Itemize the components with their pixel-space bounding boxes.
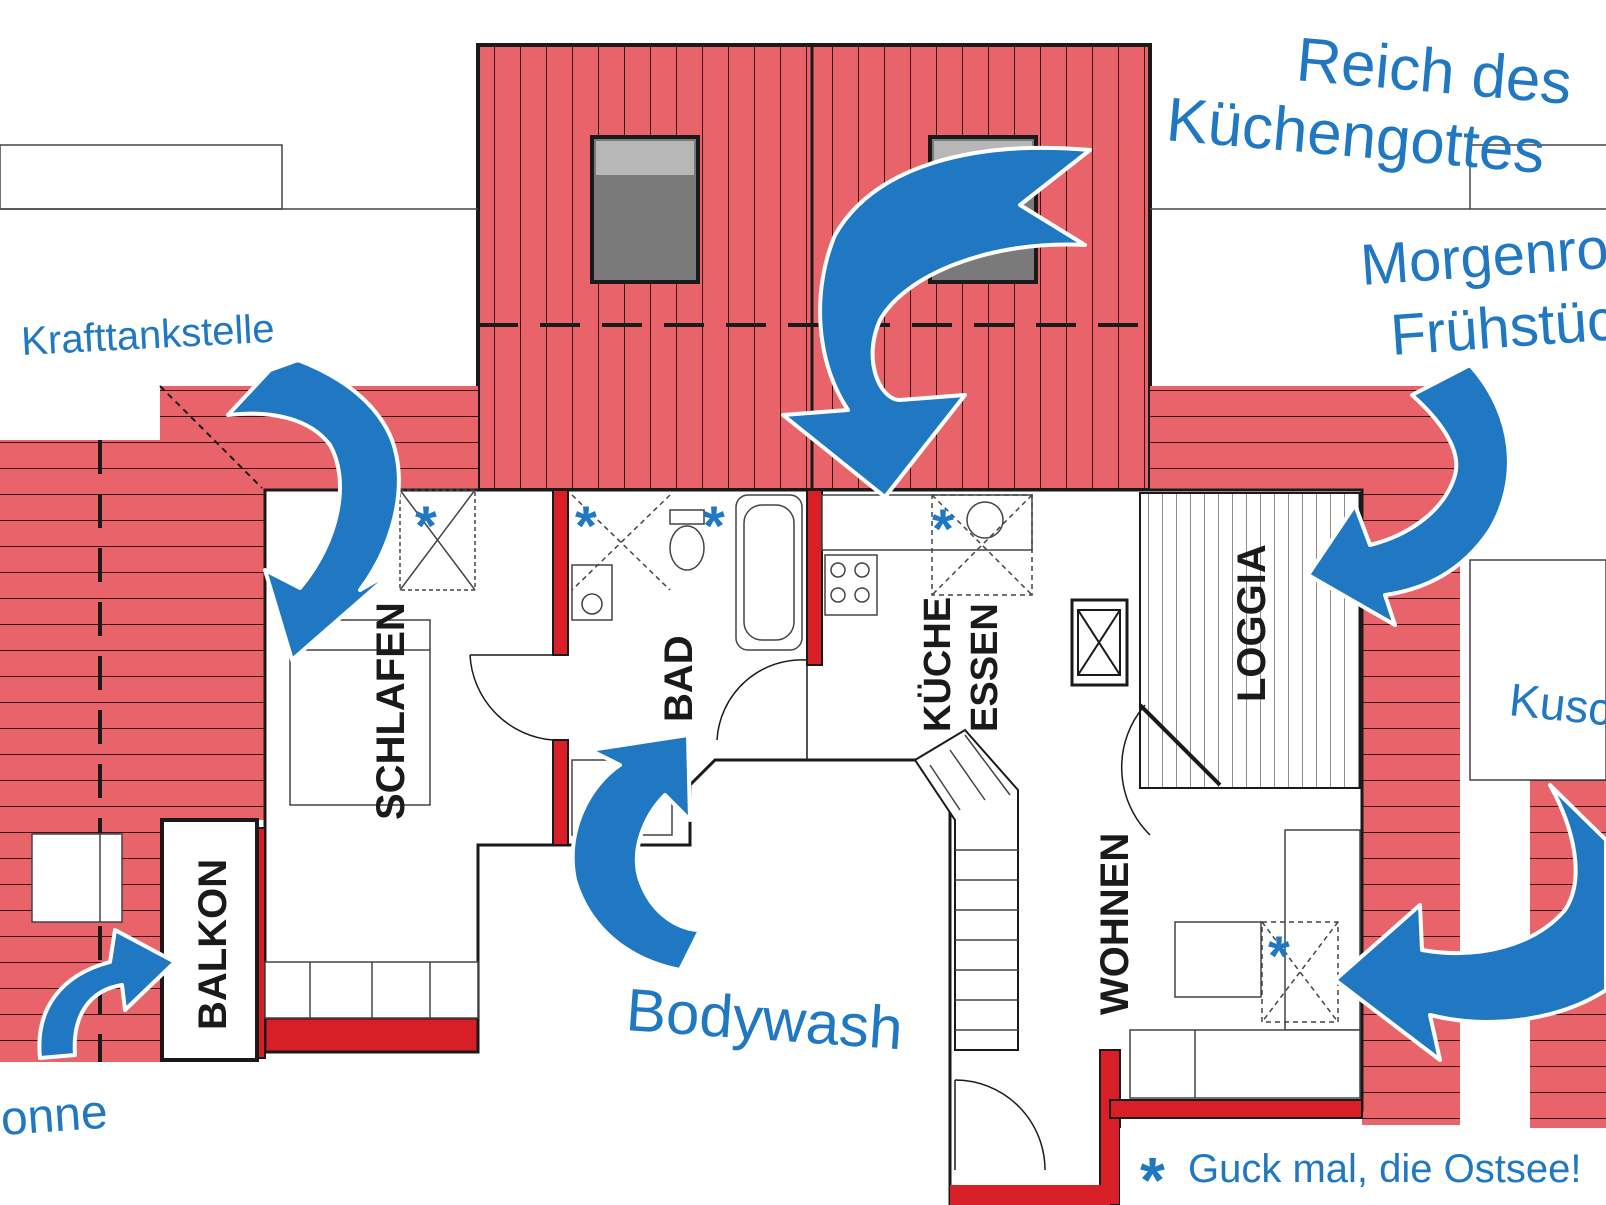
room-label-schlafen: SCHLAFEN <box>369 602 413 820</box>
room-label-balkon: BALKON <box>191 859 235 1030</box>
arrow-morgenrot <box>1306 363 1511 627</box>
room-label-loggia: LOGGIA <box>1230 544 1274 702</box>
coffee-table <box>1174 921 1262 998</box>
staircase <box>913 728 1019 1051</box>
arrow-bodywash <box>570 733 702 972</box>
sofa <box>1284 829 1361 1031</box>
arrow-kusch <box>1333 783 1606 1062</box>
sea-view-markers: * * * * * <box>415 494 1290 987</box>
arrow-sonne <box>37 928 177 1060</box>
washbasin <box>571 564 613 621</box>
legend: * Guck mal, die Ostsee! <box>1120 1128 1606 1205</box>
callout-sonne: onne <box>0 1086 109 1146</box>
callout-bodywash: Bodywash <box>624 976 905 1062</box>
room-labels: SCHLAFEN BAD KÜCHE ESSEN LOGGIA WOHNEN B… <box>191 544 1274 1030</box>
sea-view-marker: * <box>703 494 725 557</box>
furniture <box>31 489 1361 1171</box>
callout-krafttankstelle: Krafttankstelle <box>20 307 275 364</box>
sea-view-marker: * <box>575 494 597 557</box>
callout-arrows <box>37 145 1606 1062</box>
room-label-essen: ESSEN <box>964 603 1006 732</box>
callout-morgenrot-line1: Morgenrot <box>1358 215 1606 298</box>
sea-view-marker: * <box>1268 924 1290 987</box>
room-label-wohnen: WOHNEN <box>1093 833 1137 1015</box>
arrow-krafttankstelle <box>226 358 401 662</box>
room-label-kueche: KÜCHE <box>916 597 959 732</box>
legend-symbol: * <box>1140 1144 1165 1205</box>
callout-morgenrot-line2: Frühstück <box>1388 285 1606 368</box>
kitchen-counter <box>821 494 1033 551</box>
stove <box>824 554 878 616</box>
bathtub <box>735 494 803 651</box>
sea-view-marker: * <box>932 497 954 560</box>
loggia-floor <box>1139 492 1361 789</box>
sea-view-marker: * <box>415 494 437 557</box>
callout-texts: Reich des Küchengottes Morgenrot Frühstü… <box>0 25 1606 1146</box>
legend-text: Guck mal, die Ostsee! <box>1188 1147 1581 1191</box>
toilet <box>669 525 705 571</box>
arrow-kuechengott <box>781 145 1092 499</box>
bed <box>289 619 431 806</box>
room-label-bad: BAD <box>657 635 701 722</box>
